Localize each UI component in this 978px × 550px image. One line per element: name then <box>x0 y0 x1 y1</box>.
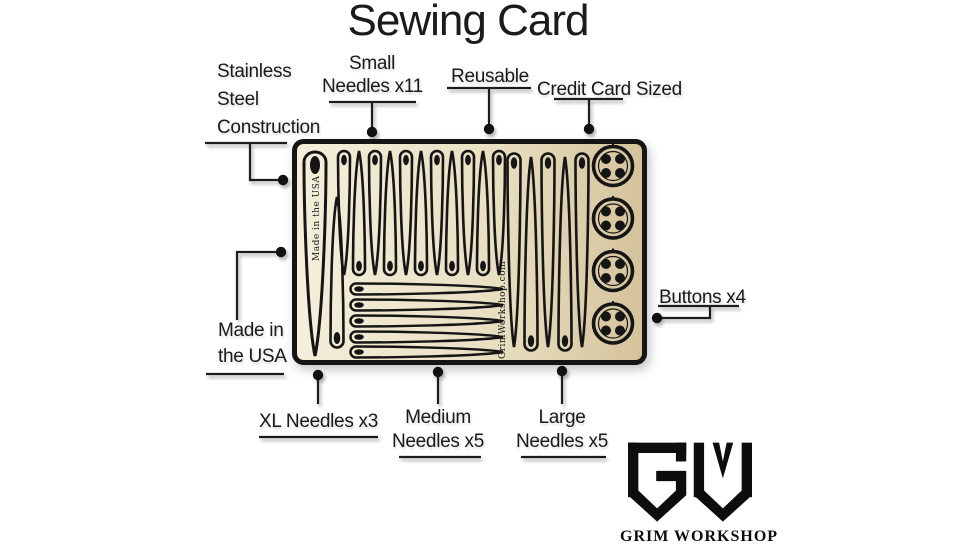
brand-logo-caption: GRIM WORKSHOP <box>620 528 779 545</box>
dot-made-usa <box>275 246 287 258</box>
label-xl-needles: XL Needles x3 <box>259 411 378 432</box>
label-line: Made in <box>218 320 284 341</box>
dot-stainless <box>277 174 289 186</box>
dot-xl <box>312 369 324 381</box>
dot-buttons <box>651 312 663 324</box>
dot-medium <box>432 366 444 378</box>
sewing-card-graphic: Made in the USA GrimWorkshop.com <box>292 139 647 365</box>
label-large-needles: Large Needles x5 <box>514 406 610 454</box>
gw-logo-icon <box>628 442 752 522</box>
dot-reusable <box>483 123 495 135</box>
label-made-in-usa: Made in the USA <box>218 318 287 370</box>
card-body <box>292 139 647 365</box>
website-etched-text: GrimWorkshop.com <box>498 261 508 359</box>
label-line: Large <box>538 407 586 428</box>
label-line: Small <box>348 53 395 74</box>
label-credit-card-sized: Credit Card Sized <box>537 79 682 100</box>
label-buttons: Buttons x4 <box>659 287 746 308</box>
label-line: Needles x5 <box>515 431 609 452</box>
dot-small <box>366 126 378 138</box>
page-title: Sewing Card <box>347 0 590 45</box>
label-line: Needles x5 <box>391 431 485 452</box>
connector-made-usa <box>235 250 277 320</box>
label-line: the USA <box>218 346 287 367</box>
dot-credit <box>583 123 595 135</box>
brand-logo: GRIM WORKSHOP <box>620 442 779 546</box>
label-line: Needles x11 <box>322 76 423 97</box>
label-medium-needles: Medium Needles x5 <box>390 406 486 454</box>
label-line: Stainless <box>217 61 292 82</box>
connector-stainless <box>248 143 279 182</box>
label-small-needles: Small Needles x11 <box>322 52 423 98</box>
label-line: Construction <box>217 117 321 138</box>
dot-large <box>556 365 568 377</box>
label-line: Steel <box>217 89 259 110</box>
label-reusable: Reusable <box>451 66 529 87</box>
label-line: Medium <box>405 407 471 428</box>
label-stainless-steel: Stainless Steel Construction <box>217 58 320 142</box>
made-in-usa-etched-text: Made in the USA <box>312 176 322 261</box>
